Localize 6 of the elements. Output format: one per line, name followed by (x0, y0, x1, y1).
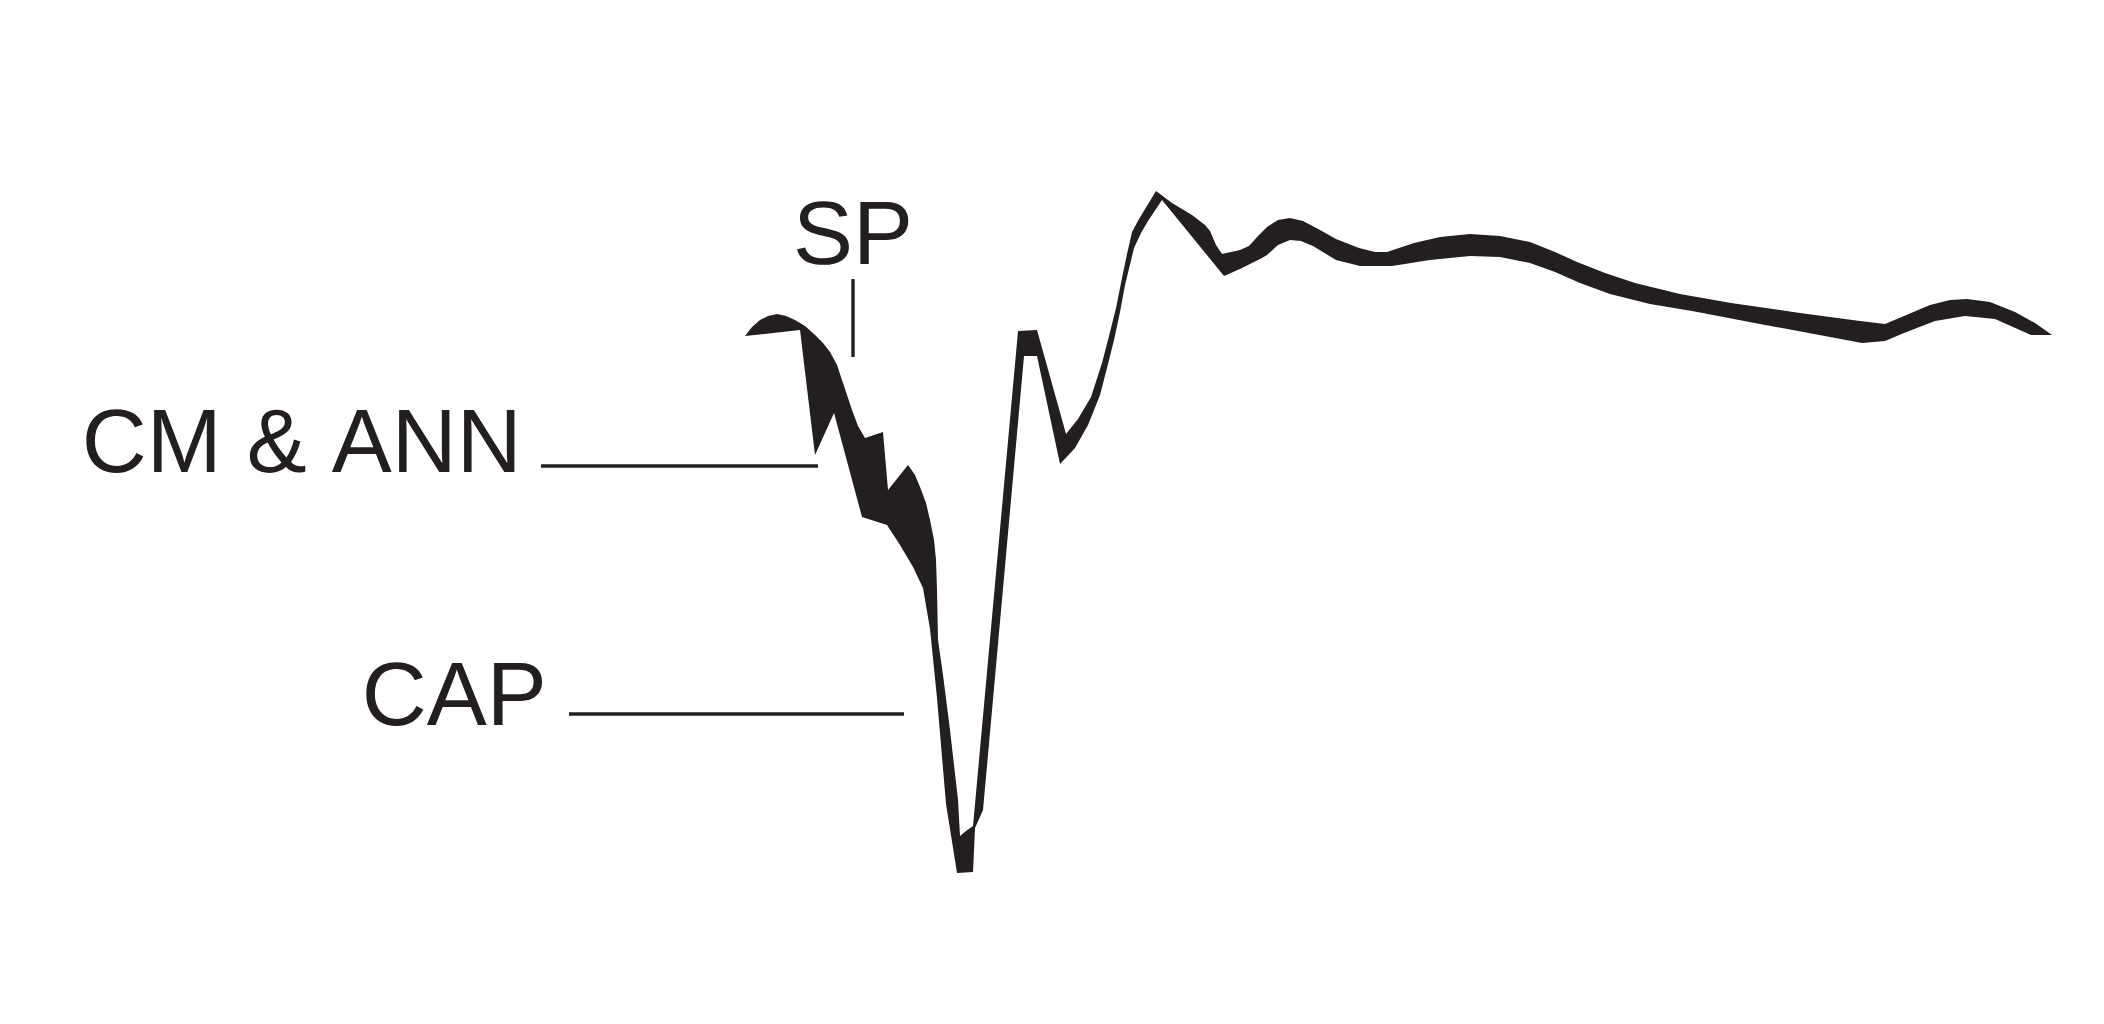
leader-line (569, 712, 904, 716)
label-text: CM & ANN (86, 409, 515, 473)
label-text: CAP (366, 662, 543, 726)
leader-line (541, 464, 818, 468)
leader-line (851, 279, 855, 357)
label-text: SP (797, 201, 909, 265)
